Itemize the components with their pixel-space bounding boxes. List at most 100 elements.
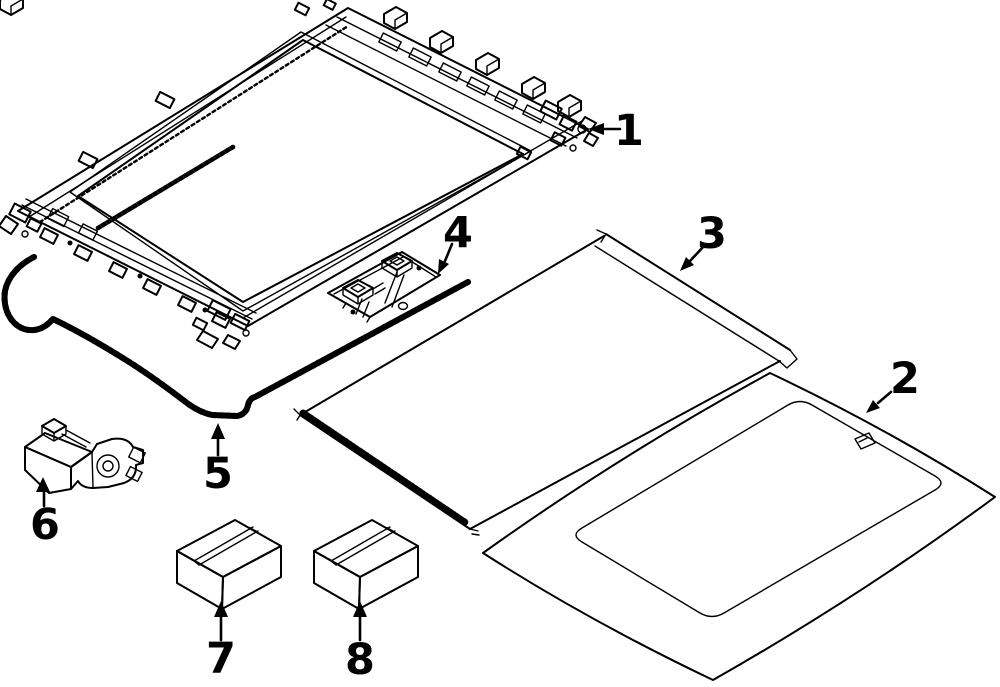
rail-hole (47, 207, 70, 228)
hardware-clip (177, 295, 197, 313)
callout-4-label[interactable]: 4 (443, 208, 473, 258)
callout-5[interactable]: 5 (203, 423, 233, 499)
callout-2-arrow-line (876, 390, 893, 405)
frame-bottom-corner-hardware (191, 299, 251, 350)
frame-guide-brackets (0, 0, 582, 118)
callout-2-arrow-head (866, 400, 880, 413)
frame-topright-band-mid (336, 16, 578, 139)
glass-outer-outline (482, 372, 996, 681)
hardware-clip (142, 278, 162, 296)
drain-seal-hose (1, 254, 471, 419)
plate-thickness-ticks (342, 302, 371, 323)
corner-bracket (539, 99, 563, 121)
corner-foot (578, 116, 597, 133)
edge-clip (322, 0, 337, 11)
callout-4-arrow-line (443, 242, 454, 263)
corner-bracket (191, 316, 209, 332)
kit-box (176, 519, 282, 610)
callout-3[interactable]: 3 (680, 209, 727, 271)
rail-hole (522, 104, 546, 124)
box-groove (193, 526, 259, 566)
callout-1-label[interactable]: 1 (614, 106, 644, 156)
frame-right-corner-hardware (539, 99, 599, 152)
rail-hole (77, 223, 99, 241)
hardware-clip (39, 227, 59, 245)
callout-8[interactable]: 8 (345, 601, 375, 685)
callout-7-label[interactable]: 7 (206, 634, 236, 684)
frame-topleft-chain-texture (38, 24, 350, 224)
frame-rail-holes (47, 32, 546, 241)
guide-bracket (327, 251, 441, 323)
sunshade-left-edge (299, 235, 605, 416)
motor-block-front (24, 446, 72, 494)
frame-cube (429, 30, 454, 54)
rivet (137, 273, 143, 279)
corner-bracket (25, 217, 43, 233)
callout-4-arrow-head (438, 259, 449, 274)
rivet (202, 307, 208, 313)
bracket-clip (397, 301, 409, 311)
callout-5-label[interactable]: 5 (203, 449, 233, 499)
bolt-hole (416, 265, 422, 271)
rail-hole (408, 47, 432, 67)
sunroof-frame-assembly (0, 0, 599, 350)
edge-clip (154, 90, 176, 110)
rail-hole (494, 90, 518, 110)
sunshade-front-tip (469, 528, 480, 536)
callout-3-arrow-head (680, 257, 694, 271)
frame-cube (521, 76, 546, 100)
frame-opening-rim (69, 31, 532, 312)
corner-bracket (8, 202, 32, 224)
frame-opening (77, 39, 524, 303)
callout-1-arrow-head (588, 123, 604, 135)
hardware-clip (108, 261, 128, 279)
callout-6[interactable]: 6 (30, 477, 60, 550)
glass-panel (482, 372, 996, 681)
callout-8-arrow-head (353, 601, 367, 617)
corner-foot (583, 132, 599, 147)
corner-foot (196, 330, 219, 349)
motor-gear-center (102, 460, 114, 472)
motor-strap (61, 429, 91, 448)
frame-topright-band-inner (325, 24, 567, 147)
motor-connector-cap (41, 418, 67, 434)
glass-frit-border (575, 400, 942, 618)
callout-6-arrow-head (36, 477, 50, 492)
corner-foot (0, 215, 19, 235)
hardware-clip (73, 244, 93, 262)
frame-guide-rod (95, 144, 236, 231)
callout-3-arrow-line (688, 244, 706, 263)
bracket-boss (381, 252, 413, 278)
frame-edge-clips (77, 0, 533, 170)
sunshade-corner-step (293, 408, 301, 421)
frame-cube (383, 6, 408, 30)
corner-hole (569, 144, 577, 152)
glass-sticker (854, 432, 876, 450)
seal-tube (1, 254, 471, 419)
sunshade-panel (293, 229, 798, 536)
callout-2-label[interactable]: 2 (890, 354, 920, 404)
motor-tab (125, 465, 143, 483)
motor-assembly (24, 418, 146, 494)
sunshade-bottomright-edge (469, 360, 781, 530)
motor-tab (128, 446, 146, 464)
motor-divider (91, 451, 94, 489)
callout-3-label[interactable]: 3 (697, 209, 727, 259)
callout-8-label[interactable]: 8 (345, 635, 375, 685)
sunshade-rail-outer (605, 233, 791, 351)
callout-1[interactable]: 1 (588, 106, 644, 156)
frame-left-corner-hardware (0, 202, 43, 238)
callout-7[interactable]: 7 (206, 601, 236, 684)
callout-6-label[interactable]: 6 (30, 500, 60, 550)
rail-hole (438, 62, 462, 82)
box-front-right-face (221, 545, 282, 610)
kit-box (313, 519, 419, 610)
motor-body (70, 437, 144, 490)
callout-2[interactable]: 2 (866, 354, 920, 413)
sunshade-rail-inner (594, 245, 780, 362)
bolt-hole (350, 309, 356, 315)
corner-bracket (549, 131, 567, 147)
callout-4[interactable]: 4 (438, 208, 473, 274)
corner-bracket (229, 312, 251, 332)
